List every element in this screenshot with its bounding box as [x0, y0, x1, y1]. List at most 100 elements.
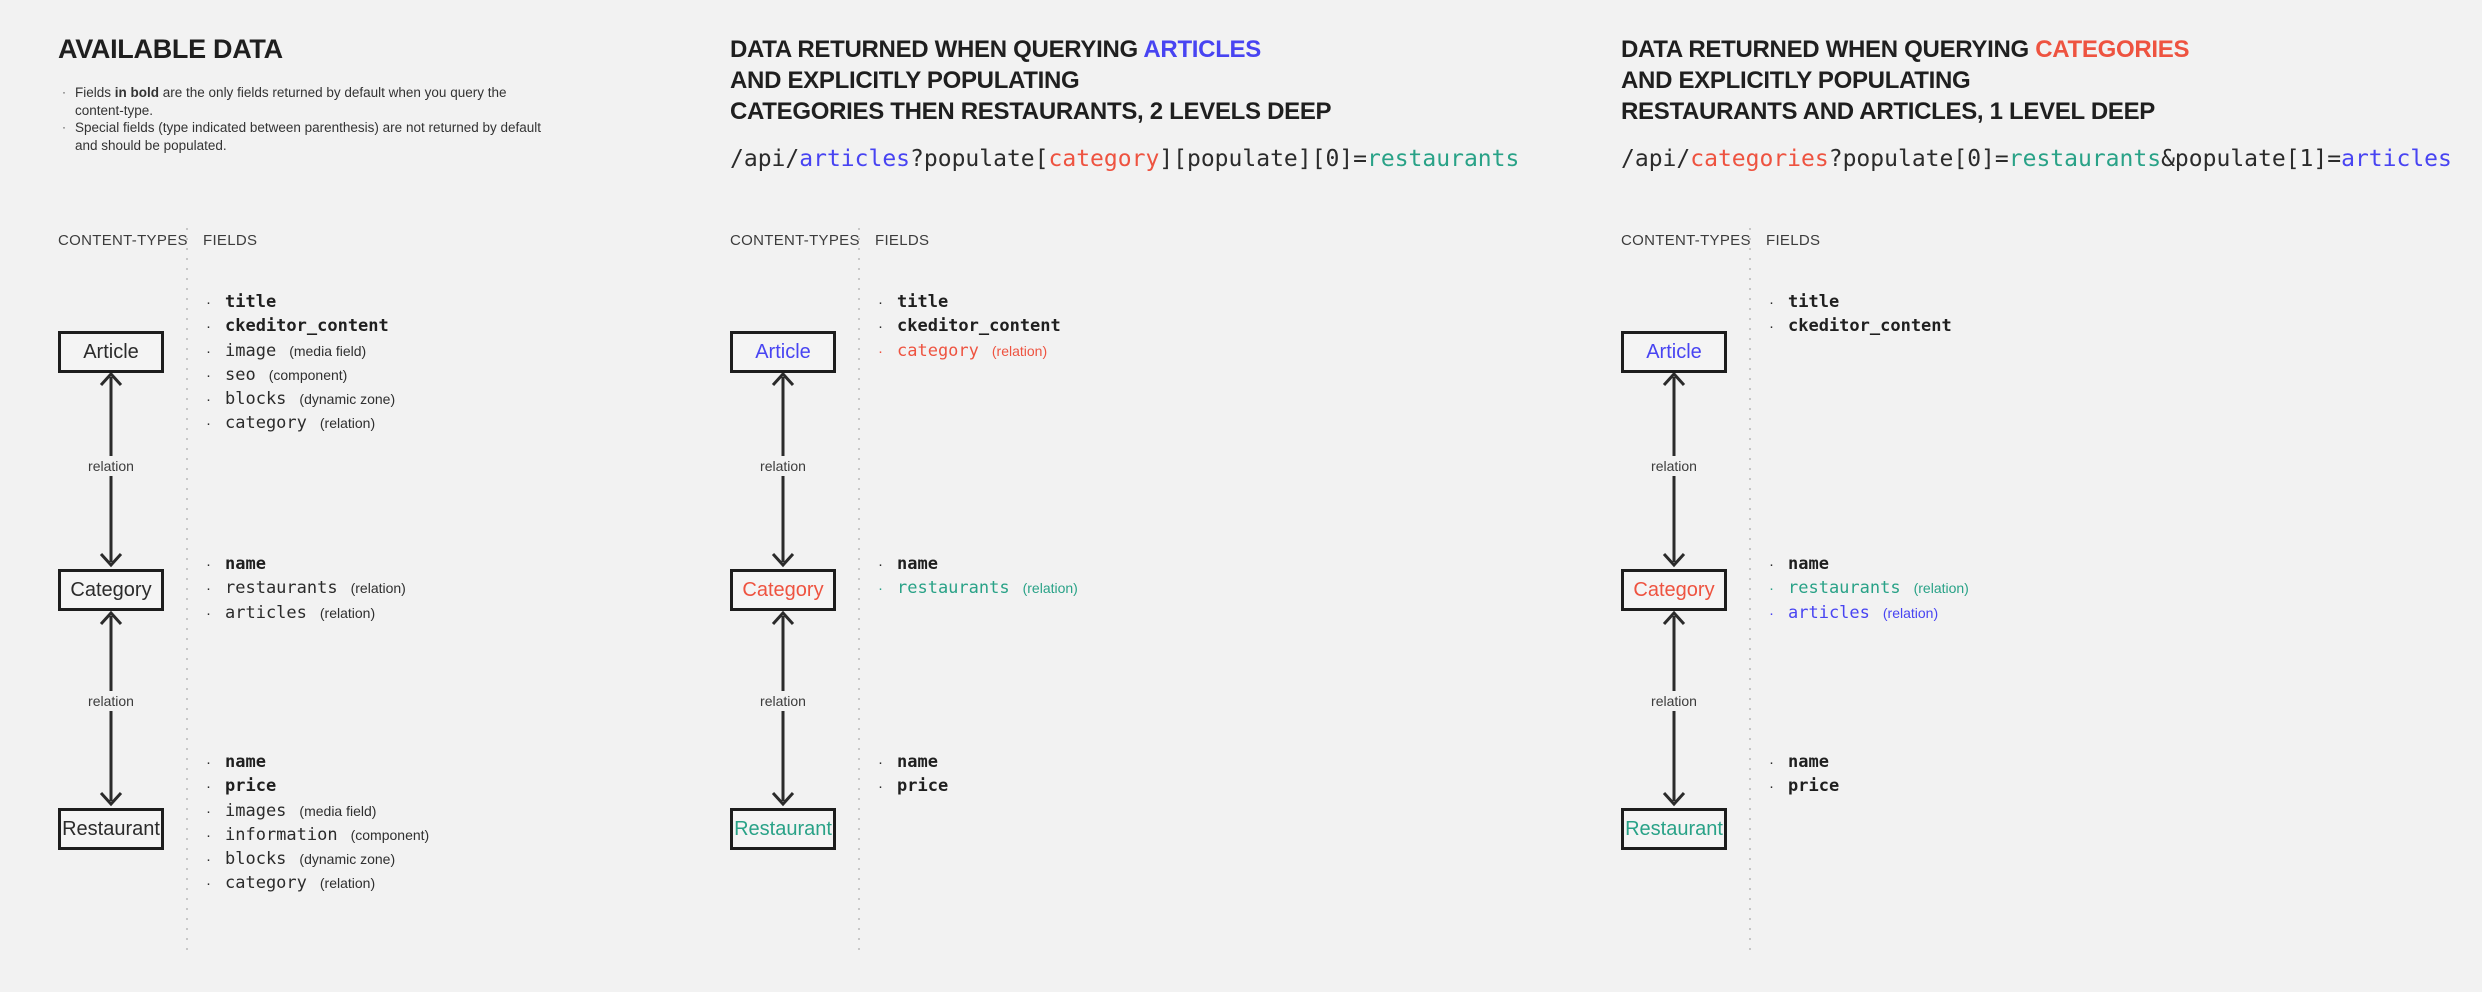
api-url: /api/articles?populate[category][populat… — [730, 146, 1520, 172]
panel-query-categories: DATA RETURNED WHEN QUERYING CATEGORIES A… — [1621, 0, 2452, 992]
field-item: ·price — [206, 776, 277, 797]
field-item: ·information(component) — [206, 824, 430, 845]
field-list-restaurant: ·name ·price — [878, 752, 948, 801]
bullet-icon: · — [62, 120, 66, 134]
bullet-icon: · — [206, 391, 211, 409]
field-item: ·ckeditor_content — [1769, 316, 1952, 337]
content-type-box-category: Category — [730, 569, 836, 611]
bullet-icon: · — [206, 826, 211, 844]
fields-header: FIELDS — [875, 232, 930, 249]
field-item: ·category(relation) — [206, 873, 376, 894]
field-item: ·restaurants(relation) — [1769, 578, 1969, 599]
bullet-icon: · — [206, 556, 211, 573]
field-list-category: ·name ·restaurants(relation) — [878, 554, 1078, 603]
title-line-1: DATA RETURNED WHEN QUERYING CATEGORIES — [1621, 36, 2190, 63]
field-item: ·name — [1769, 752, 1829, 772]
field-list-article: ·title ·ckeditor_content — [1769, 292, 1952, 341]
content-types-header: CONTENT-TYPES — [58, 232, 188, 249]
field-list-category: ·name ·restaurants(relation) ·articles(r… — [206, 554, 406, 627]
field-item: ·category(relation) — [878, 340, 1048, 361]
dotted-divider — [186, 228, 188, 958]
relation-label: relation — [83, 691, 139, 711]
fields-header: FIELDS — [203, 232, 258, 249]
content-type-box-article: Article — [730, 331, 836, 373]
note-text: Fields in bold are the only fields retur… — [75, 85, 507, 118]
content-type-box-category: Category — [1621, 569, 1727, 611]
bullet-icon: · — [878, 580, 883, 598]
panel-query-articles: DATA RETURNED WHEN QUERYING ARTICLES AND… — [730, 0, 1519, 992]
accent-categories: CATEGORIES — [2035, 36, 2190, 63]
relation-label: relation — [755, 691, 811, 711]
bullet-icon: · — [206, 851, 211, 869]
field-item: ·name — [878, 752, 938, 772]
field-item: ·title — [206, 292, 277, 312]
field-item: ·name — [206, 752, 266, 772]
content-type-box-restaurant: Restaurant — [58, 808, 164, 850]
field-item: ·articles(relation) — [206, 602, 376, 623]
content-type-box-restaurant: Restaurant — [1621, 808, 1727, 850]
legend-note-special-fields: · Special fields (type indicated between… — [62, 119, 542, 154]
content-type-box-article: Article — [58, 331, 164, 373]
bullet-icon: · — [206, 754, 211, 771]
field-item: ·restaurants(relation) — [206, 578, 406, 599]
title-line-2: AND EXPLICITLY POPULATING — [730, 67, 1080, 94]
field-item: ·ckeditor_content — [878, 316, 1061, 337]
relation-label: relation — [1646, 691, 1702, 711]
field-item: ·ckeditor_content — [206, 316, 389, 337]
dotted-divider — [858, 228, 860, 958]
field-item: ·title — [878, 292, 949, 312]
legend-notes: · Fields in bold are the only fields ret… — [62, 84, 542, 154]
field-list-category: ·name ·restaurants(relation) ·articles(r… — [1769, 554, 1969, 627]
content-types-header: CONTENT-TYPES — [730, 232, 860, 249]
field-list-restaurant: ·name ·price ·images(media field) ·infor… — [206, 752, 429, 898]
field-item: ·blocks(dynamic zone) — [206, 389, 396, 410]
relation-label: relation — [1646, 456, 1702, 476]
note-text: Special fields (type indicated between p… — [75, 120, 542, 153]
content-type-box-article: Article — [1621, 331, 1727, 373]
panel-title: DATA RETURNED WHEN QUERYING CATEGORIES A… — [1621, 34, 2189, 127]
dotted-divider — [1749, 228, 1751, 958]
field-list-article: ·title ·ckeditor_content ·image(media fi… — [206, 292, 395, 438]
bullet-icon: · — [1769, 556, 1774, 573]
field-item: ·restaurants(relation) — [878, 578, 1078, 599]
field-item: ·name — [1769, 554, 1829, 574]
title-line-3: RESTAURANTS AND ARTICLES, 1 LEVEL DEEP — [1621, 98, 2155, 125]
content-types-header: CONTENT-TYPES — [1621, 232, 1751, 249]
bullet-icon: · — [878, 778, 883, 796]
bullet-icon: · — [206, 415, 211, 433]
field-list-restaurant: ·name ·price — [1769, 752, 1839, 801]
title-line-3: CATEGORIES THEN RESTAURANTS, 2 LEVELS DE… — [730, 98, 1332, 125]
bullet-icon: · — [878, 754, 883, 771]
bullet-icon: · — [878, 294, 883, 311]
field-item: ·name — [206, 554, 266, 574]
field-item: ·price — [1769, 776, 1840, 797]
field-item: ·category(relation) — [206, 413, 376, 434]
field-item: ·image(media field) — [206, 340, 367, 361]
panel-title: DATA RETURNED WHEN QUERYING ARTICLES AND… — [730, 34, 1332, 127]
field-item: ·seo(component) — [206, 364, 348, 385]
bullet-icon: · — [206, 802, 211, 820]
fields-header: FIELDS — [1766, 232, 1821, 249]
field-item: ·blocks(dynamic zone) — [206, 849, 396, 870]
bullet-icon: · — [1769, 778, 1774, 796]
field-list-article: ·title ·ckeditor_content ·category(relat… — [878, 292, 1061, 365]
panel-title: AVAILABLE DATA — [58, 34, 283, 64]
field-item: ·title — [1769, 292, 1840, 312]
content-type-box-category: Category — [58, 569, 164, 611]
field-item: ·name — [878, 554, 938, 574]
bullet-icon: · — [206, 294, 211, 311]
bullet-icon: · — [206, 580, 211, 598]
field-item: ·price — [878, 776, 949, 797]
bullet-icon: · — [1769, 604, 1774, 622]
api-url: /api/categories?populate[0]=restaurants&… — [1621, 146, 2452, 172]
panel-available-data: AVAILABLE DATA · Fields in bold are the … — [58, 0, 758, 992]
bullet-icon: · — [878, 556, 883, 573]
field-item: ·images(media field) — [206, 800, 377, 821]
bullet-icon: · — [878, 318, 883, 336]
bullet-icon: · — [878, 342, 883, 360]
bullet-icon: · — [206, 366, 211, 384]
title-line-1: DATA RETURNED WHEN QUERYING ARTICLES — [730, 36, 1261, 63]
bullet-icon: · — [1769, 318, 1774, 336]
bullet-icon: · — [62, 85, 66, 99]
